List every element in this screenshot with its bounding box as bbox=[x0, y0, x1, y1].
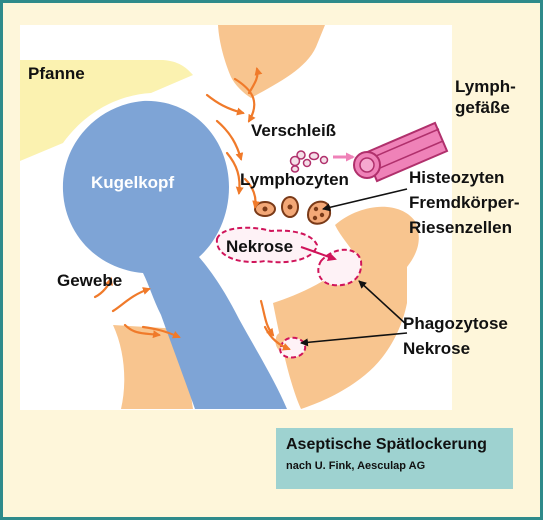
legend-box: Aseptische Spätlockerung nach U. Fink, A… bbox=[276, 428, 513, 489]
phagozytose-label-line2: Nekrose bbox=[403, 339, 470, 358]
kugelkopf-label: Kugelkopf bbox=[91, 173, 174, 192]
gewebe-label: Gewebe bbox=[57, 271, 122, 290]
nekrose-label: Nekrose bbox=[226, 237, 293, 256]
histeozyten-label-line3: Riesenzellen bbox=[409, 218, 512, 237]
verschleiss-label: Verschleiß bbox=[251, 121, 336, 140]
histeozyten-label-line1: Histeozyten bbox=[409, 168, 504, 187]
lymph-label-line2: gefäße bbox=[455, 98, 510, 117]
histeozyten-label-line2: Fremdkörper- bbox=[409, 193, 520, 212]
phagozytose-label-line1: Phagozytose bbox=[403, 314, 508, 333]
pfanne-label: Pfanne bbox=[28, 64, 85, 83]
lymphozyten-label: Lymphozyten bbox=[240, 170, 349, 189]
lymph-label-line1: Lymph- bbox=[455, 77, 516, 96]
legend-title: Aseptische Spätlockerung bbox=[286, 435, 513, 455]
legend-subtitle: nach U. Fink, Aesculap AG bbox=[286, 458, 513, 474]
